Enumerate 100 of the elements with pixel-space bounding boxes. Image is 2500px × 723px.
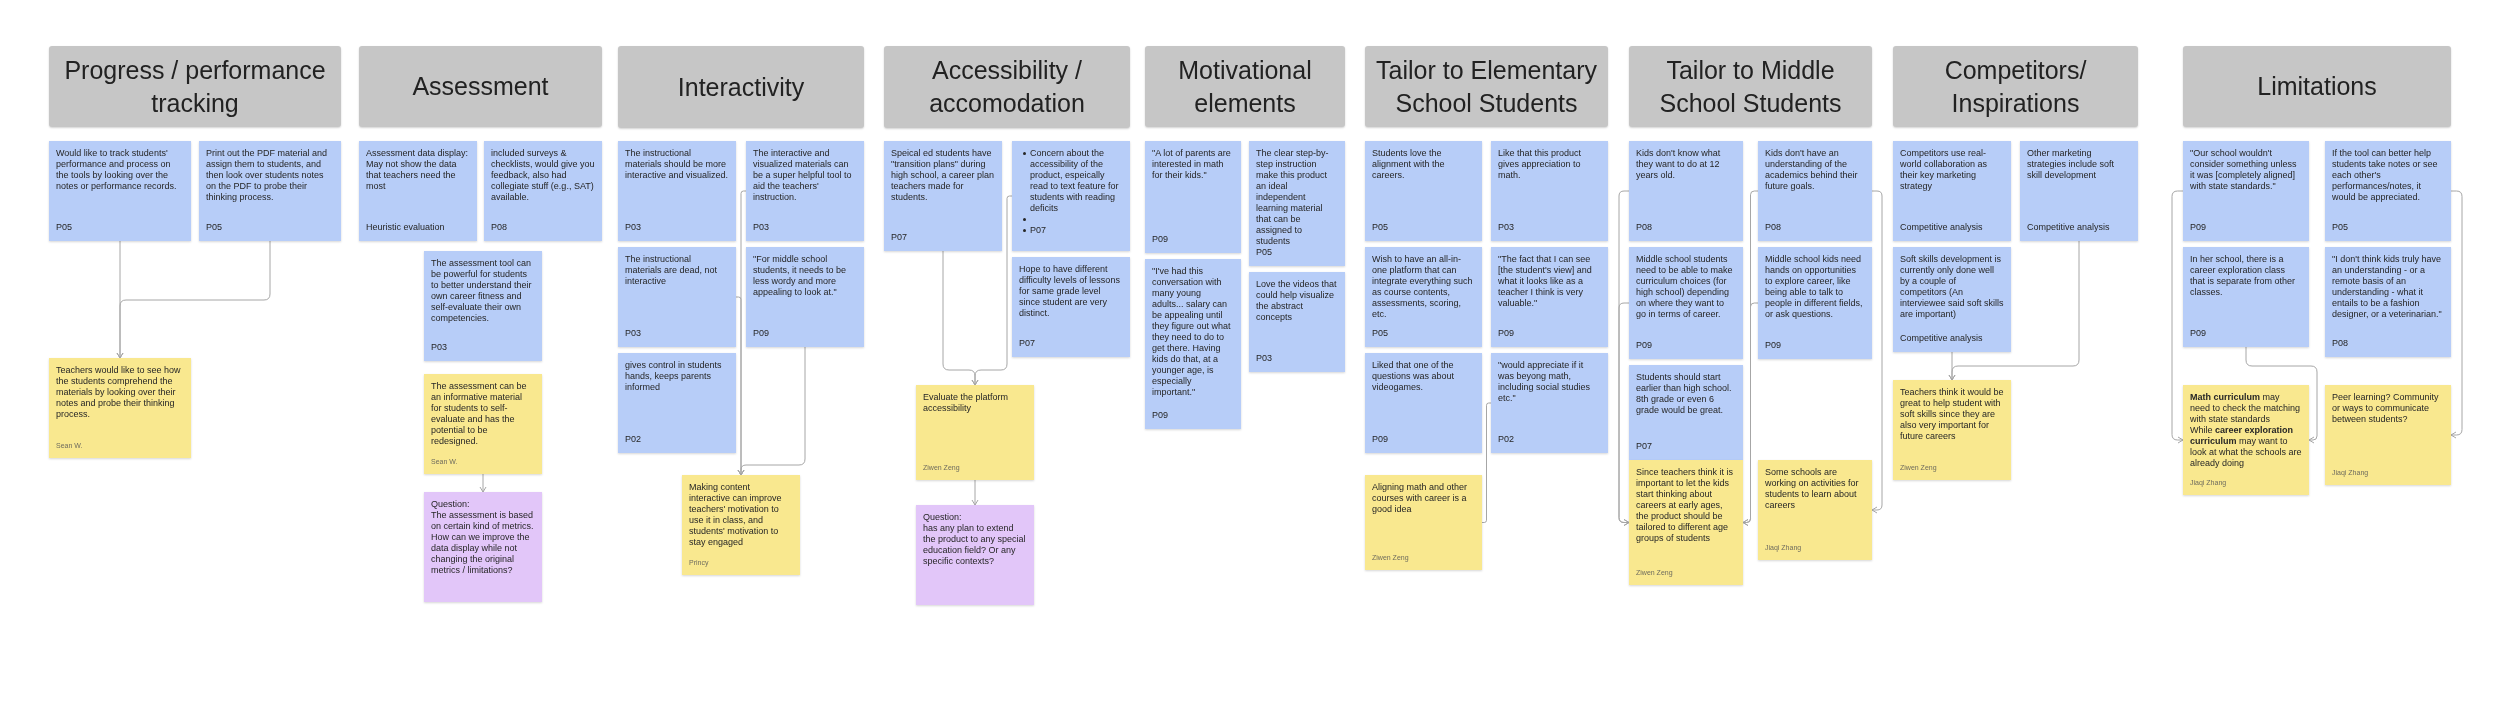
source-label: P09: [1765, 340, 1782, 351]
question-label: Question:: [923, 512, 963, 523]
source-label: P05: [1256, 247, 1273, 258]
note-text: "For middle school students, it needs to be less wordy and more appealing to look at.": [753, 254, 848, 298]
sticky-note: [1629, 247, 1743, 359]
question-label: Question:: [431, 499, 471, 510]
connector-arrow: [2245, 346, 2318, 444]
sticky-note: [1629, 141, 1743, 241]
source-label: P09: [1152, 410, 1169, 421]
note-text: Peer learning? Community or ways to communicate between students?: [2332, 392, 2440, 425]
note-text: Aligning math and other courses with career is a good idea: [1372, 482, 1469, 515]
source-label: P05: [206, 222, 223, 233]
note-text: Liked that one of the questions was about videogames.: [1372, 360, 1456, 393]
source-label: P07: [1019, 338, 1036, 349]
connector-arrow: [1742, 302, 1759, 526]
note-text: "Our school wouldn't consider something unless it was [completely aligned] with state standards.": [2190, 148, 2298, 192]
source-label: P05: [56, 222, 73, 233]
category-header: [884, 46, 1130, 128]
connector-arrow: [1871, 190, 1883, 514]
source-label: Competitive analysis: [1900, 333, 1984, 344]
source-label: P09: [1372, 434, 1389, 445]
note-text: If the tool can better help students take notes or see each other's performances/notes, it would be appreciated.: [2332, 148, 2439, 203]
note-text: Speical ed students have "transition plans" during high school, a career plan teachers made for students.: [891, 148, 995, 203]
note-text: While career exploration curriculum may want to look at what the schools are already doing: [2190, 425, 2302, 469]
source-label: P08: [1636, 222, 1653, 233]
sticky-note: [1012, 141, 1130, 251]
source-label: Competitive analysis: [2027, 222, 2111, 233]
note-text: Teachers would like to see how the students comprehend the materials by looking over their notes and probe their thinking process.: [56, 365, 182, 420]
header-title: Accessibility / accomodation: [928, 55, 1086, 119]
sticky-note: [746, 247, 864, 347]
sticky-note: [1249, 141, 1345, 266]
sticky-note: [1491, 353, 1608, 453]
sticky-note: [916, 505, 1034, 605]
source-label: P05: [1372, 328, 1389, 339]
source-label: P07: [1636, 441, 1653, 452]
note-text: The interactive and visualized materials can be a super helpful tool to aid the teachers' instruction.: [753, 148, 853, 203]
sticky-note: [1365, 141, 1482, 241]
sticky-note: [2325, 385, 2451, 485]
note-text: Kids don't have an understanding of the academics behind their future goals.: [1765, 148, 1859, 192]
connector-arrow: [971, 195, 1013, 386]
connector-arrow: [1948, 240, 2080, 381]
source-label: P02: [1498, 434, 1515, 445]
connector-arrow: [116, 240, 271, 359]
category-header: [49, 46, 341, 127]
sticky-note: [2183, 385, 2309, 495]
source-label: Heuristic evaluation: [366, 222, 446, 233]
note-text: In her school, there is a career exploration class that is separate from other classes.: [2190, 254, 2297, 298]
category-header: [1365, 46, 1608, 127]
sticky-note: [1365, 353, 1482, 453]
note-text: Assessment data display: May not show the data that teachers need the most: [366, 148, 470, 192]
header-title: Competitors/ Inspirations: [1943, 54, 2088, 119]
note-text: Teachers think it would be great to help student with soft skills since they are also very important for future careers: [1900, 387, 2004, 442]
source-label: P07: [891, 232, 908, 243]
source-label: P02: [625, 434, 642, 445]
note-text: Hope to have different difficulty levels of lessons for same grade level since student are very distinct.: [1019, 264, 1121, 319]
note-text: "The fact that I can see [the student's view] and what it looks like as a teacher I think is very valuable.": [1498, 254, 1593, 309]
note-text: Soft skills development is currently only done well by a couple of competitors (An interviewee said soft skills are important): [1900, 254, 2004, 320]
note-text: Middle school students need to be able to make curriculum choices (for high school) depending on where they want to go in terms of career.: [1636, 254, 1734, 320]
sticky-note: [1629, 460, 1743, 585]
source-label: P03: [625, 222, 642, 233]
note-text: Love the videos that could help visualize the abstract concepts: [1256, 279, 1338, 323]
sticky-note: [2325, 141, 2451, 241]
header-title: Tailor to Middle School Students: [1658, 54, 1843, 119]
sticky-note: [1491, 247, 1608, 347]
header-title: Motivational elements: [1177, 54, 1313, 119]
note-text: Kids don't know what they want to do at 12 years old.: [1636, 148, 1722, 181]
sticky-note: [424, 251, 542, 361]
note-text: included surveys & checklists, would give you feedback, also had collegiate stuff (e.g., SAT) available.: [491, 148, 595, 203]
sticky-note: [1491, 141, 1608, 241]
sticky-note: [618, 247, 736, 347]
note-text: The clear step-by-step instruction make this product an ideal independent learning material that can be assigned to students: [1256, 148, 1330, 247]
category-header: [1145, 46, 1345, 127]
sticky-note: [1365, 247, 1482, 347]
sticky-note: [618, 141, 736, 241]
note-text: Middle school kids need hands on opportunities to explore career, like being able to talk to people in different fields, or ask questions.: [1765, 254, 1864, 320]
note-text: "would appreciate if it was beyong math, including social studies etc.": [1498, 360, 1592, 404]
sticky-note: [359, 141, 477, 241]
connector-arrow: [2450, 190, 2463, 439]
note-text: Evaluate the platform accessibility: [923, 392, 1010, 414]
source-label: P09: [2190, 328, 2207, 339]
category-header: [359, 46, 602, 127]
sticky-note: [618, 353, 736, 453]
source-label: P08: [1765, 222, 1782, 233]
connector-arrow: [1618, 302, 1630, 526]
sticky-note: [2325, 247, 2451, 357]
note-text: Other marketing strategies include soft skill development: [2027, 148, 2116, 181]
connector-arrow: [971, 479, 979, 506]
header-title: Limitations: [2257, 71, 2377, 102]
header-title: Interactivity: [677, 71, 805, 103]
sticky-note: [916, 385, 1034, 480]
header-title: Assessment: [412, 71, 549, 102]
header-title: Tailor to Elementary School Students: [1375, 54, 1598, 119]
sticky-note: [1893, 141, 2011, 241]
note-text: "I've had this conversation with many young adults... salary can be appealing until they figure out what they need to do to get there. Having kids do that, at a younger age, is especially important.": [1152, 266, 1232, 398]
sticky-note: [49, 358, 191, 458]
sticky-note: [1012, 257, 1130, 357]
source-label: P03: [625, 328, 642, 339]
sticky-note: [884, 141, 1002, 251]
note-text: Like that this product gives appreciation to math.: [1498, 148, 1583, 181]
sticky-note: [2183, 141, 2309, 241]
